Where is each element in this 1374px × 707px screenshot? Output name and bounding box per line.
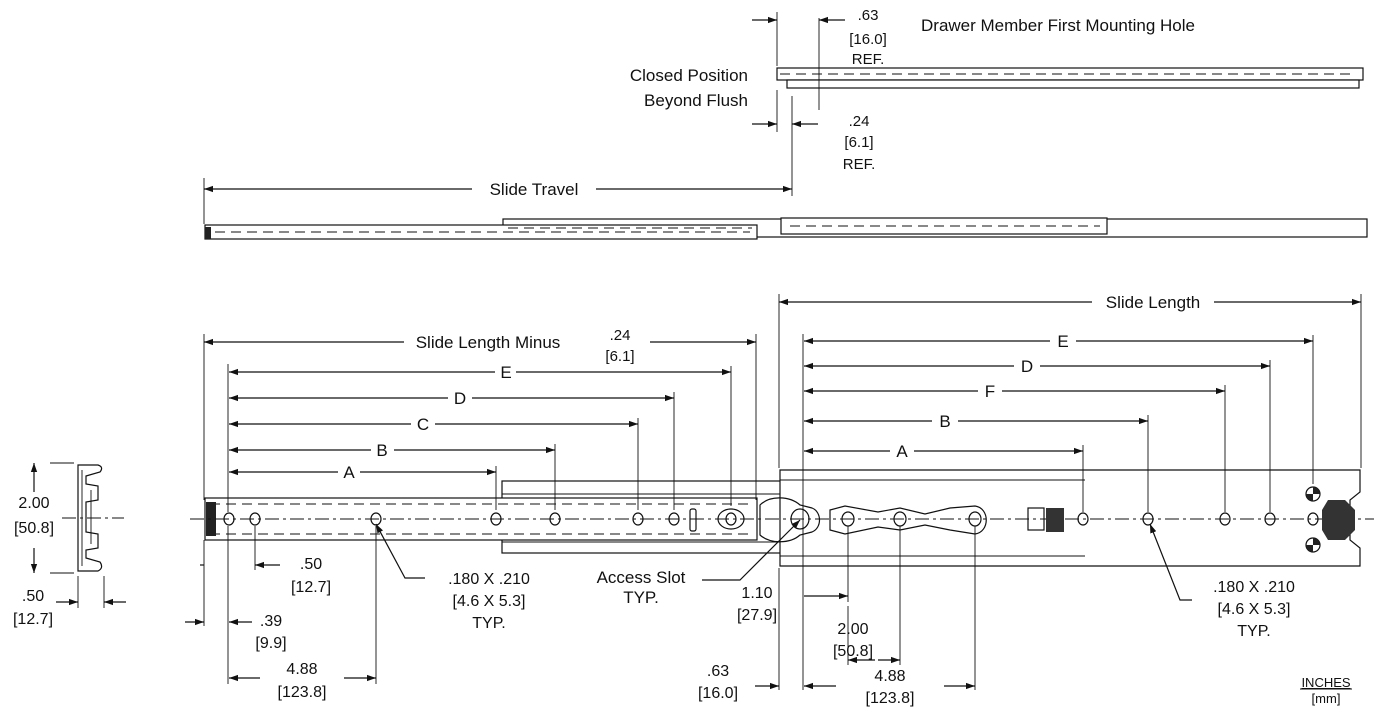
ref-024-note: REF. <box>843 156 876 173</box>
slide-travel-label: Slide Travel <box>490 180 579 199</box>
ref-063-in: .63 <box>858 7 879 24</box>
offset-063-in: .63 <box>707 663 729 680</box>
main-slide-view <box>185 294 1374 690</box>
cabinet-member-body <box>779 469 1361 567</box>
pitch-488-left-in: 4.88 <box>286 661 317 678</box>
drawer-first-hole-label: Drawer Member First Mounting Hole <box>921 16 1195 35</box>
pitch-488-right-in: 4.88 <box>874 668 905 685</box>
closed-position-label-1: Closed Position <box>630 66 748 85</box>
offset-110-in: 1.10 <box>741 585 772 602</box>
access-slot-typ: TYP. <box>623 588 659 607</box>
lower-right-dimensions <box>702 519 1192 690</box>
units-inches: INCHES <box>1301 675 1350 690</box>
right-dimension-lines <box>778 294 1362 690</box>
pitch-488-left-mm: [123.8] <box>278 684 327 701</box>
access-slot-label: Access Slot <box>597 568 686 587</box>
left-dim-c: C <box>417 415 429 434</box>
left-dim-a: A <box>343 463 355 482</box>
ref-024-in: .24 <box>849 113 870 130</box>
ref-063-note: REF. <box>852 51 885 68</box>
offset-063-mm: [16.0] <box>698 685 738 702</box>
height-200-mm: [50.8] <box>14 520 54 537</box>
right-dim-f: F <box>985 382 995 401</box>
ref-063-mm: [16.0] <box>849 31 887 48</box>
right-dim-e: E <box>1057 332 1068 351</box>
drawer-member-closed <box>786 79 1360 89</box>
slide-length-label: Slide Length <box>1106 293 1201 312</box>
offset-110-mm: [27.9] <box>737 607 777 624</box>
closed-position-label-2: Beyond Flush <box>644 91 748 110</box>
hole-039-mm: [9.9] <box>255 635 286 652</box>
hole-050-mm: [12.7] <box>291 579 331 596</box>
hole-size-left: .180 X .210 <box>448 571 530 588</box>
slide-length-minus-label: Slide Length Minus <box>416 333 561 352</box>
right-dim-d: D <box>1021 357 1033 376</box>
hole-size-right-mm: [4.6 X 5.3] <box>1218 601 1291 618</box>
extended-slide-view <box>203 178 1368 240</box>
minus-024-in: .24 <box>610 327 631 344</box>
minus-024-mm: [6.1] <box>605 348 634 365</box>
hole-039-in: .39 <box>260 613 282 630</box>
width-050-in: .50 <box>22 588 44 605</box>
pitch-200-mm: [50.8] <box>833 643 873 660</box>
lower-left-dimensions <box>185 523 425 684</box>
units-mm: [mm] <box>1312 691 1341 706</box>
hole-size-left-note: TYP. <box>472 615 506 632</box>
closed-position-detail <box>752 12 1364 196</box>
left-dim-b: B <box>376 441 387 460</box>
left-dim-e: E <box>500 363 511 382</box>
ref-024-mm: [6.1] <box>844 134 873 151</box>
pitch-488-right-mm: [123.8] <box>866 690 915 707</box>
hole-size-left-mm: [4.6 X 5.3] <box>453 593 526 610</box>
width-050-mm: [12.7] <box>13 611 53 628</box>
hole-size-right-note: TYP. <box>1237 623 1271 640</box>
left-dimension-lines <box>203 334 757 512</box>
hole-050-in: .50 <box>300 556 322 573</box>
hole-size-right: .180 X .210 <box>1213 579 1295 596</box>
height-200-in: 2.00 <box>18 495 49 512</box>
right-dim-a: A <box>896 442 908 461</box>
side-profile <box>30 462 126 608</box>
left-dim-d: D <box>454 389 466 408</box>
right-dim-b: B <box>939 412 950 431</box>
pitch-200-in: 2.00 <box>837 621 868 638</box>
